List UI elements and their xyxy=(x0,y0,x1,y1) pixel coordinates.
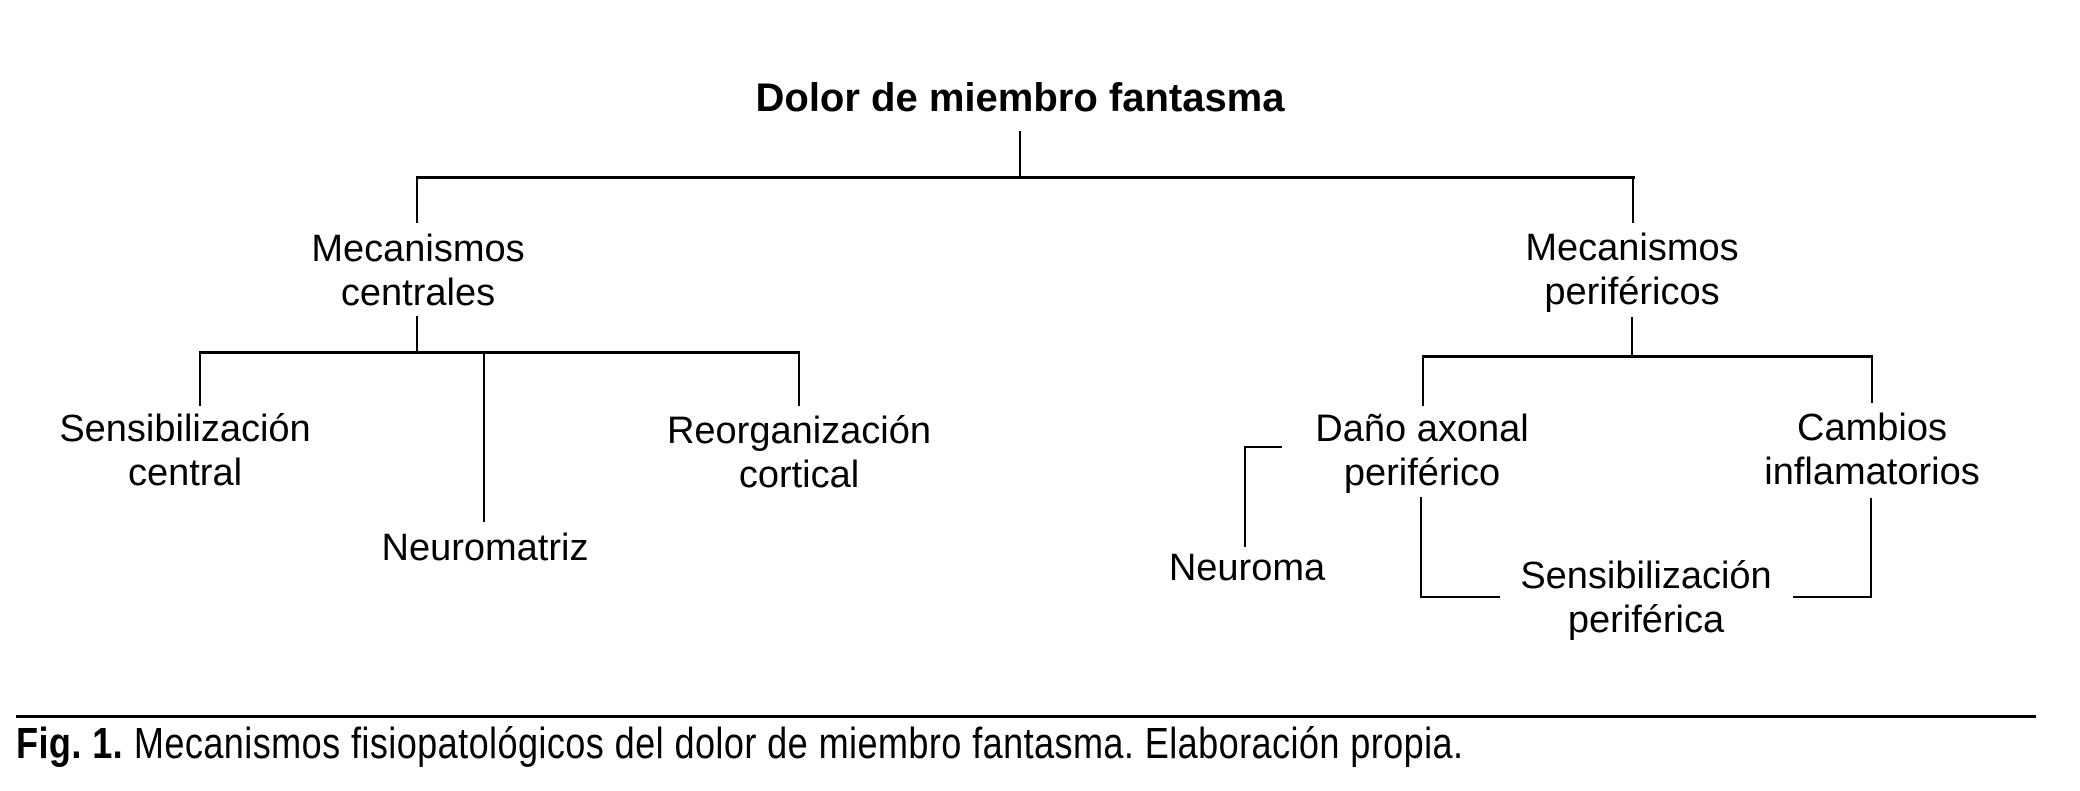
node-neuromatriz: Neuromatriz xyxy=(382,526,589,570)
node-label-line: Neuromatriz xyxy=(381,527,589,569)
figure-caption: Fig. 1.Mecanismos fisiopatológicos del d… xyxy=(16,719,1463,769)
edge-title-stem xyxy=(1019,131,1021,176)
edge-centrales-bar xyxy=(199,351,800,354)
edge-drop-cambios-inflamatorios xyxy=(1871,355,1873,403)
edge-dano-axonal-down-foot xyxy=(1420,596,1500,598)
node-label-line: periféricos xyxy=(1544,271,1720,313)
edge-perifericos-stem-top xyxy=(1632,176,1634,223)
node-cambios-inflamatorios: Cambios inflamatorios xyxy=(1764,406,1979,494)
edge-drop-sensibilizacion-central xyxy=(199,351,201,406)
edge-perifericos-stem-bottom xyxy=(1631,317,1633,356)
node-sensibilizacion-periferica: Sensibilización periférica xyxy=(1520,554,1771,642)
node-mecanismos-perifericos: Mecanismos periféricos xyxy=(1525,226,1738,314)
edge-neuroma-stub xyxy=(1244,446,1282,448)
edge-centrales-stem-bottom xyxy=(416,316,418,352)
edge-cambios-down-foot xyxy=(1793,596,1872,598)
node-label-line: Sensibilización xyxy=(1520,555,1772,597)
node-label-line: Mecanismos xyxy=(1525,227,1739,269)
node-label-line: inflamatorios xyxy=(1764,451,1980,493)
caption-rule xyxy=(16,715,2036,718)
edge-neuroma-stem xyxy=(1244,446,1246,547)
edge-top-bar xyxy=(417,176,1635,179)
node-label-line: Daño axonal xyxy=(1315,408,1529,450)
figure-caption-text: Mecanismos fisiopatológicos del dolor de… xyxy=(133,719,1464,768)
node-label-line: Reorganización xyxy=(666,410,932,452)
node-label-line: Cambios xyxy=(1797,407,1947,449)
edge-perifericos-bar xyxy=(1423,355,1873,358)
node-reorganizacion-cortical: Reorganización cortical xyxy=(667,409,931,497)
node-label-line: periférica xyxy=(1567,599,1725,641)
edge-cambios-down-stem xyxy=(1870,498,1872,598)
node-label-line: central xyxy=(127,452,243,494)
figure-caption-label: Fig. 1. xyxy=(16,719,124,768)
node-label-line: Neuroma xyxy=(1168,547,1326,589)
node-mecanismos-centrales: Mecanismos centrales xyxy=(311,227,524,315)
node-dano-axonal-periferico: Daño axonal periférico xyxy=(1315,407,1528,495)
edge-dano-axonal-down-stem xyxy=(1420,497,1422,598)
diagram-root-title: Dolor de miembro fantasma xyxy=(755,76,1285,120)
node-label-line: Sensibilización xyxy=(59,408,311,450)
node-label-line: Mecanismos xyxy=(311,228,525,270)
edge-drop-neuromatriz xyxy=(483,351,485,522)
node-label-line: periférico xyxy=(1343,452,1501,494)
edge-drop-dano-axonal xyxy=(1422,355,1424,406)
node-sensibilizacion-central: Sensibilización central xyxy=(59,407,310,495)
node-neuroma: Neuroma xyxy=(1169,546,1325,590)
edge-drop-reorganizacion-cortical xyxy=(798,351,800,406)
node-label-line: cortical xyxy=(738,454,860,496)
node-label-line: centrales xyxy=(340,272,496,314)
edge-centrales-stem-top xyxy=(416,176,418,223)
